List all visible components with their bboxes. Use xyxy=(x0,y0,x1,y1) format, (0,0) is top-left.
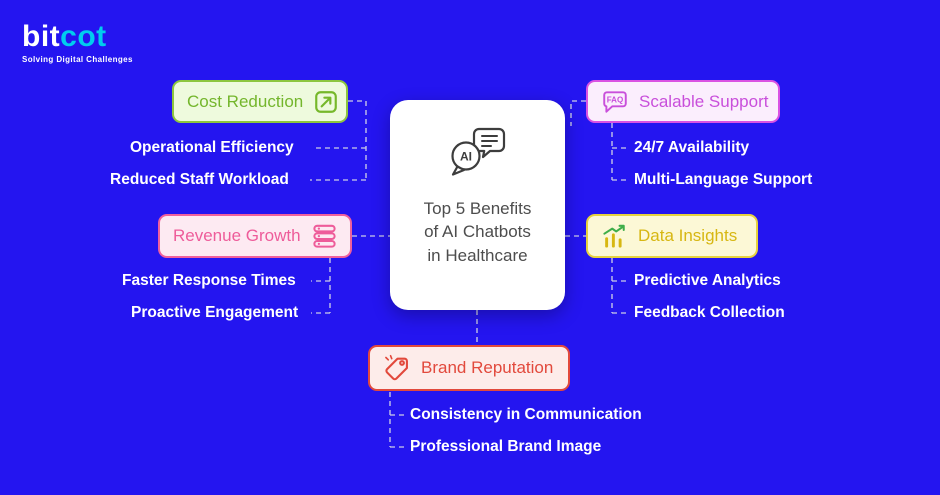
logo-part-bit: bit xyxy=(22,20,61,53)
item-proactive-engagement: Proactive Engagement xyxy=(131,304,299,321)
logo-tagline: Solving Digital Challenges xyxy=(22,55,133,64)
center-title-line3: in Healthcare xyxy=(427,245,528,265)
center-title-line1: Top 5 Benefits xyxy=(423,199,532,218)
item-247-availability: 24/7 Availability xyxy=(634,139,750,156)
node-brand-reputation-label: Brand Reputation xyxy=(421,358,554,377)
node-data-insights: Data Insights xyxy=(586,214,758,258)
item-faster-response-times: Faster Response Times xyxy=(122,272,296,289)
item-multi-language-support: Multi-Language Support xyxy=(634,171,813,188)
item-predictive-analytics: Predictive Analytics xyxy=(634,272,781,289)
logo-part-cot: cot xyxy=(60,20,107,53)
item-operational-efficiency: Operational Efficiency xyxy=(130,139,294,156)
item-reduced-staff-workload: Reduced Staff Workload xyxy=(110,171,289,188)
node-data-insights-label: Data Insights xyxy=(638,226,738,245)
node-brand-reputation: Brand Reputation xyxy=(368,345,570,391)
node-revenue-growth-label: Revenue Growth xyxy=(173,226,301,245)
bitcot-logo: bitcot Solving Digital Challenges xyxy=(22,22,133,65)
ai-chat-icon: AI xyxy=(449,126,507,183)
svg-text:AI: AI xyxy=(460,150,472,164)
node-scalable-support: FAQ Scalable Support xyxy=(586,80,780,123)
coin-stack-icon xyxy=(311,224,338,249)
center-topic-card: AI Top 5 Benefits of AI Chatbots in Heal… xyxy=(390,100,565,310)
svg-text:FAQ: FAQ xyxy=(607,95,624,104)
bar-chart-arrow-icon xyxy=(601,224,628,249)
node-cost-reduction-label: Cost Reduction xyxy=(187,91,304,111)
node-scalable-support-label: Scalable Support xyxy=(639,91,769,111)
arrow-up-right-box-icon xyxy=(313,89,339,115)
price-tag-icon xyxy=(383,354,411,382)
faq-speech-bubble-icon: FAQ xyxy=(601,89,629,115)
node-revenue-growth: Revenue Growth xyxy=(158,214,352,258)
item-feedback-collection: Feedback Collection xyxy=(634,304,785,321)
center-title-line2: of AI Chatbots xyxy=(424,222,531,242)
item-professional-brand-image: Professional Brand Image xyxy=(410,438,602,455)
logo-wordmark: bitcot xyxy=(22,22,133,52)
node-cost-reduction: Cost Reduction xyxy=(172,80,348,123)
center-title: Top 5 Benefits of AI Chatbots in Healthc… xyxy=(424,197,532,267)
item-consistency-in-communication: Consistency in Communication xyxy=(410,406,642,423)
